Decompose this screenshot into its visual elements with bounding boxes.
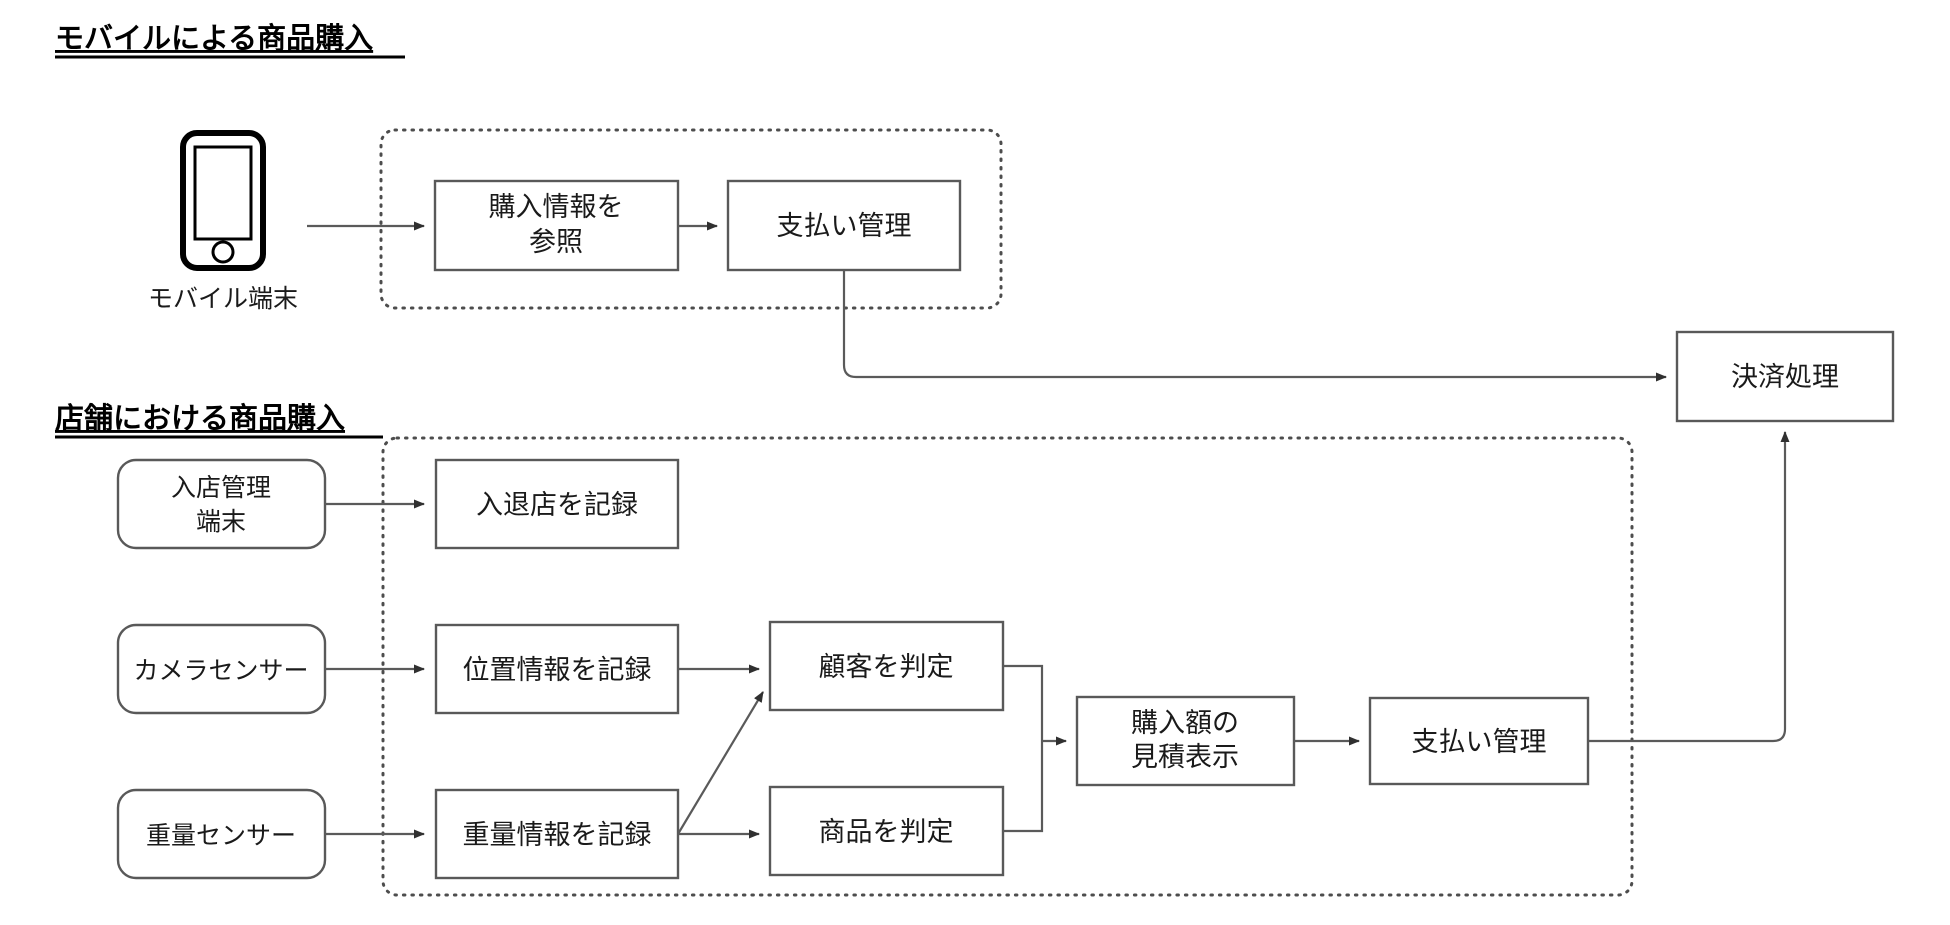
flow-payment-mgmt-store-to-payment-processing bbox=[1588, 431, 1790, 743]
process-show-estimate-line1: 購入額の bbox=[1131, 708, 1239, 738]
section-title-mobile: モバイルによる商品購入 bbox=[55, 22, 405, 59]
process-determine-product: 商品を判定 bbox=[768, 785, 1005, 877]
process-payment-processing: 決済処理 bbox=[1675, 330, 1895, 423]
process-ref-purchase-info: 購入情報を 参照 bbox=[433, 179, 680, 272]
group-boundary-mobile bbox=[379, 128, 1003, 310]
process-determine-customer-label: 顧客を判定 bbox=[819, 652, 954, 682]
process-record-position-info: 位置情報を記録 bbox=[434, 623, 680, 715]
process-record-weight-info: 重量情報を記録 bbox=[434, 788, 680, 880]
process-payment-mgmt-mobile-label: 支払い管理 bbox=[777, 211, 912, 241]
process-determine-customer: 顧客を判定 bbox=[768, 620, 1005, 712]
smartphone-icon bbox=[180, 130, 266, 271]
flow-determine-customer-join bbox=[1003, 664, 1044, 741]
process-payment-mgmt-store-label: 支払い管理 bbox=[1412, 727, 1547, 757]
process-payment-mgmt-mobile: 支払い管理 bbox=[726, 179, 962, 272]
actor-camera-sensor: カメラセンサー bbox=[116, 623, 327, 715]
section-title-store-text: 店舗における商品購入 bbox=[55, 402, 345, 435]
flow-payment-mgmt-mobile-to-payment-processing bbox=[842, 270, 1667, 382]
process-ref-purchase-info-line1: 購入情報を bbox=[489, 192, 624, 222]
process-show-estimate-line2: 見積表示 bbox=[1131, 742, 1239, 772]
mobile-device-label: モバイル端末 bbox=[148, 285, 298, 313]
process-show-estimate: 購入額の 見積表示 bbox=[1075, 695, 1296, 787]
section-title-mobile-text: モバイルによる商品購入 bbox=[55, 22, 373, 55]
section-title-store: 店舗における商品購入 bbox=[55, 402, 383, 439]
process-record-position-info-label: 位置情報を記録 bbox=[463, 655, 652, 685]
process-determine-product-label: 商品を判定 bbox=[819, 817, 954, 847]
process-payment-mgmt-store: 支払い管理 bbox=[1368, 696, 1590, 786]
process-record-weight-info-label: 重量情報を記録 bbox=[463, 820, 652, 850]
actor-weight-sensor-label: 重量センサー bbox=[146, 822, 296, 850]
actor-entry-terminal: 入店管理 端末 bbox=[116, 458, 327, 550]
process-payment-processing-label: 決済処理 bbox=[1731, 362, 1839, 392]
actor-weight-sensor: 重量センサー bbox=[116, 788, 327, 880]
process-record-entry-exit: 入退店を記録 bbox=[434, 458, 680, 550]
flow-record-weight-info-to-determine-customer bbox=[677, 691, 764, 835]
actor-entry-terminal-line2: 端末 bbox=[196, 508, 246, 536]
actor-entry-terminal-line1: 入店管理 bbox=[171, 474, 271, 502]
group-boundary-store bbox=[381, 436, 1634, 897]
process-ref-purchase-info-line2: 参照 bbox=[529, 227, 583, 257]
flow-determine-product-join bbox=[1003, 741, 1044, 833]
actor-camera-sensor-label: カメラセンサー bbox=[133, 657, 308, 685]
process-record-entry-exit-label: 入退店を記録 bbox=[476, 490, 638, 520]
